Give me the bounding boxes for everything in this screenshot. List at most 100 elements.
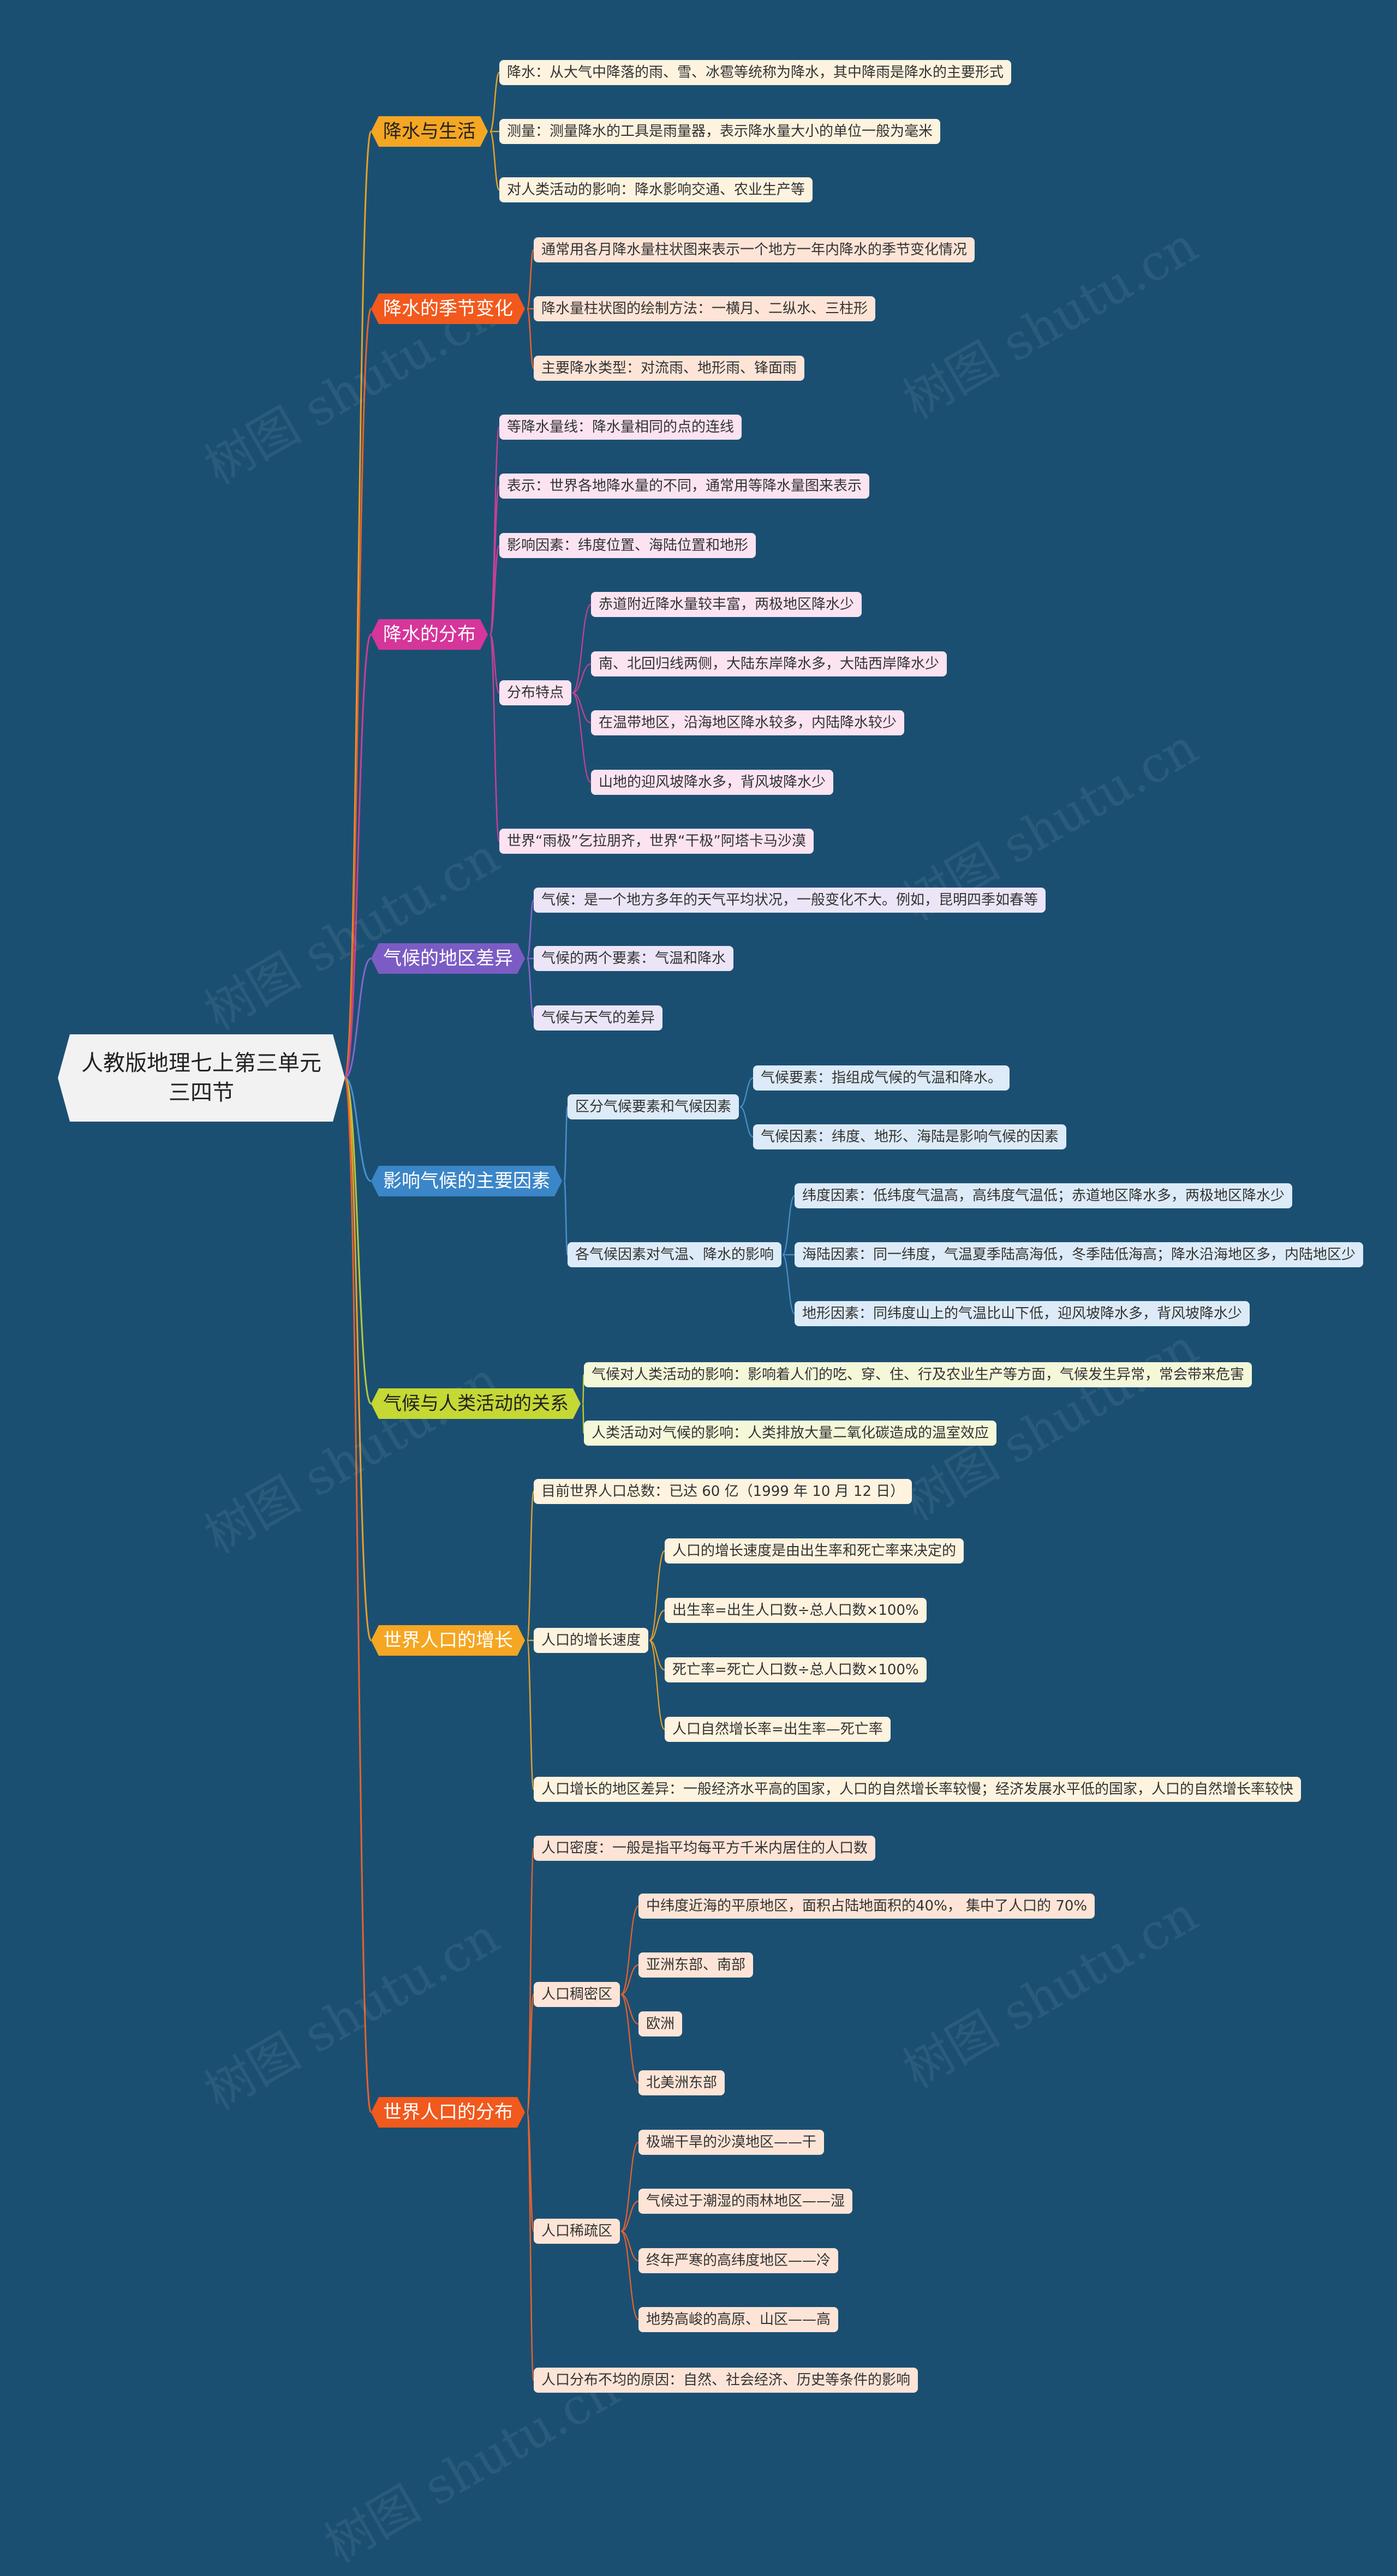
leaf-node[interactable]: 表示：世界各地降水量的不同，通常用等降水量图来表示 [499, 474, 870, 499]
leaf-node[interactable]: 欧洲 [638, 2011, 683, 2036]
branch-topic[interactable]: 降水的分布 [371, 619, 488, 650]
leaf-node[interactable]: 纬度因素：低纬度气温高，高纬度气温低；赤道地区降水多，两极地区降水少 [795, 1183, 1293, 1208]
leaf-node[interactable]: 人类活动对气候的影响：人类排放大量二氧化碳造成的温室效应 [584, 1421, 997, 1446]
connector-line [344, 1077, 372, 1405]
connector-line [526, 1490, 535, 1642]
leaf-node[interactable]: 海陆因素：同一纬度，气温夏季陆高海低，冬季陆低海高；降水沿海地区多，内陆地区少 [795, 1242, 1364, 1267]
leaf-node[interactable]: 亚洲东部、南部 [638, 1952, 754, 1978]
leaf-node[interactable]: 气候与天气的差异 [534, 1005, 663, 1031]
branch-topic[interactable]: 降水与生活 [371, 116, 488, 147]
connector-line [344, 308, 372, 1079]
connector-line [781, 1195, 796, 1256]
leaf-node[interactable]: 地形因素：同纬度山上的气温比山下低，迎风坡降水多，背风坡降水少 [795, 1301, 1250, 1326]
connector-line [344, 1077, 372, 2113]
connector-line [739, 1077, 754, 1108]
connector-line [344, 633, 372, 1079]
leaf-node[interactable]: 气候因素：纬度、地形、海陆是影响气候的因素 [753, 1124, 1067, 1149]
leaf-node[interactable]: 山地的迎风坡降水多，背风坡降水少 [591, 770, 834, 795]
leaf-node[interactable]: 出生率=出生人口数÷总人口数×100% [665, 1598, 927, 1623]
leaf-node[interactable]: 通常用各月降水量柱状图来表示一个地方一年内降水的季节变化情况 [534, 237, 975, 262]
connector-line [526, 2111, 535, 2381]
leaf-node[interactable]: 影响因素：纬度位置、海陆位置和地形 [499, 533, 756, 558]
connector-line [648, 1639, 666, 1730]
connector-line [572, 692, 592, 724]
leaf-node[interactable]: 死亡率=死亡人口数÷总人口数×100% [665, 1657, 927, 1682]
subtopic-node[interactable]: 分布特点 [499, 680, 572, 705]
leaf-node[interactable]: 极端干旱的沙漠地区——干 [638, 2130, 825, 2155]
branch-topic[interactable]: 世界人口的分布 [371, 2097, 525, 2128]
connector-line [620, 1993, 639, 2025]
branch-topic[interactable]: 影响气候的主要因素 [371, 1166, 562, 1196]
subtopic-node[interactable]: 各气候因素对气温、降水的影响 [568, 1242, 782, 1267]
connector-line [526, 1993, 535, 2113]
leaf-node[interactable]: 中纬度近海的平原地区，面积占陆地面积的40%， 集中了人口的 70% [638, 1894, 1095, 1919]
connector-line [526, 899, 535, 960]
connector-line [526, 957, 535, 1019]
leaf-node[interactable]: 气候过于潮湿的雨林地区——湿 [638, 2189, 853, 2214]
leaf-node[interactable]: 人口自然增长率=出生率—死亡率 [665, 1717, 891, 1742]
connector-line [489, 544, 500, 636]
connector-line [344, 1077, 372, 1182]
connector-line [739, 1106, 754, 1138]
connector-line [572, 692, 592, 783]
leaf-node[interactable]: 气候的两个要素：气温和降水 [534, 946, 734, 971]
connector-line [649, 1639, 665, 1671]
leaf-node[interactable]: 地势高峻的高原、山区——高 [638, 2307, 839, 2332]
connector-line [489, 633, 500, 842]
leaf-node[interactable]: 降水量柱状图的绘制方法：一横月、二纵水、三柱形 [534, 296, 876, 321]
leaf-node[interactable]: 人口增长的地区差异：一般经济水平高的国家，人口的自然增长率较慢；经济发展水平低的… [534, 1777, 1302, 1802]
leaf-node[interactable]: 终年严寒的高纬度地区——冷 [638, 2248, 839, 2273]
subtopic-node[interactable]: 人口稀疏区 [534, 2219, 620, 2244]
leaf-node[interactable]: 对人类活动的影响：降水影响交通、农业生产等 [499, 177, 813, 202]
connector-line [582, 1374, 585, 1405]
leaf-node[interactable]: 降水：从大气中降落的雨、雪、冰雹等统称为降水，其中降雨是降水的主要形式 [499, 60, 1012, 85]
subtopic-node[interactable]: 人口的增长速度 [534, 1628, 649, 1653]
connector-line [649, 1609, 665, 1642]
connector-line [620, 2230, 639, 2262]
branch-topic[interactable]: 气候与人类活动的关系 [371, 1388, 581, 1419]
leaf-node[interactable]: 目前世界人口总数：已达 60 亿（1999 年 10 月 12 日） [534, 1479, 912, 1504]
connector-line [526, 249, 535, 310]
leaf-node[interactable]: 气候：是一个地方多年的天气平均状况，一般变化不大。例如，昆明四季如春等 [534, 888, 1046, 913]
branch-topic[interactable]: 气候的地区差异 [371, 943, 525, 974]
connector-line [620, 2230, 639, 2321]
branch-topic[interactable]: 降水的季节变化 [371, 293, 525, 324]
leaf-node[interactable]: 赤道附近降水量较丰富，两极地区降水少 [591, 592, 862, 617]
connector-line [526, 1639, 535, 1790]
root-topic[interactable]: 人教版地理七上第三单元三四节 [58, 1034, 345, 1122]
connector-line [620, 2141, 639, 2232]
connector-line [563, 1180, 569, 1256]
leaf-node[interactable]: 人口的增长速度是由出生率和死亡率来决定的 [665, 1538, 964, 1563]
leaf-node[interactable]: 人口分布不均的原因：自然、社会经济、历史等条件的影响 [534, 2368, 918, 2393]
connector-line [344, 957, 372, 1079]
connector-line [620, 1905, 639, 1996]
branch-topic[interactable]: 世界人口的增长 [371, 1625, 525, 1656]
connector-line [620, 2200, 639, 2232]
subtopic-node[interactable]: 人口稠密区 [534, 1982, 620, 2007]
leaf-node[interactable]: 世界“雨极”乞拉朋齐，世界“干极”阿塔卡马沙漠 [499, 829, 814, 854]
connector-line [582, 1403, 585, 1434]
connector-line [648, 1550, 666, 1642]
connector-line [620, 1993, 639, 2084]
connector-line [620, 1964, 639, 1996]
leaf-node[interactable]: 南、北回归线两侧，大陆东岸降水多，大陆西岸降水少 [591, 651, 947, 676]
connector-lines [344, 71, 796, 2381]
leaf-node[interactable]: 北美洲东部 [638, 2070, 725, 2095]
leaf-node[interactable]: 气候要素：指组成气候的气温和降水。 [753, 1065, 1010, 1091]
leaf-node[interactable]: 人口密度：一般是指平均每平方千米内居住的人口数 [534, 1836, 876, 1861]
connector-line [489, 426, 500, 636]
connector-line [572, 663, 592, 694]
leaf-node[interactable]: 测量：测量降水的工具是雨量器，表示降水量大小的单位一般为毫米 [499, 119, 941, 144]
leaf-node[interactable]: 等降水量线：降水量相同的点的连线 [499, 415, 742, 440]
connector-line [563, 1106, 569, 1182]
connector-line [781, 1254, 796, 1315]
connector-line [344, 1077, 372, 1642]
leaf-node[interactable]: 在温带地区，沿海地区降水较多，内陆降水较少 [591, 710, 905, 735]
connector-line [572, 603, 592, 694]
leaf-node[interactable]: 气候对人类活动的影响：影响着人们的吃、穿、住、行及农业生产等方面，气候发生异常，… [584, 1362, 1252, 1387]
connector-line [526, 308, 535, 369]
leaf-node[interactable]: 主要降水类型：对流雨、地形雨、锋面雨 [534, 356, 805, 381]
subtopic-node[interactable]: 区分气候要素和气候因素 [568, 1094, 739, 1119]
connector-line [489, 71, 500, 133]
